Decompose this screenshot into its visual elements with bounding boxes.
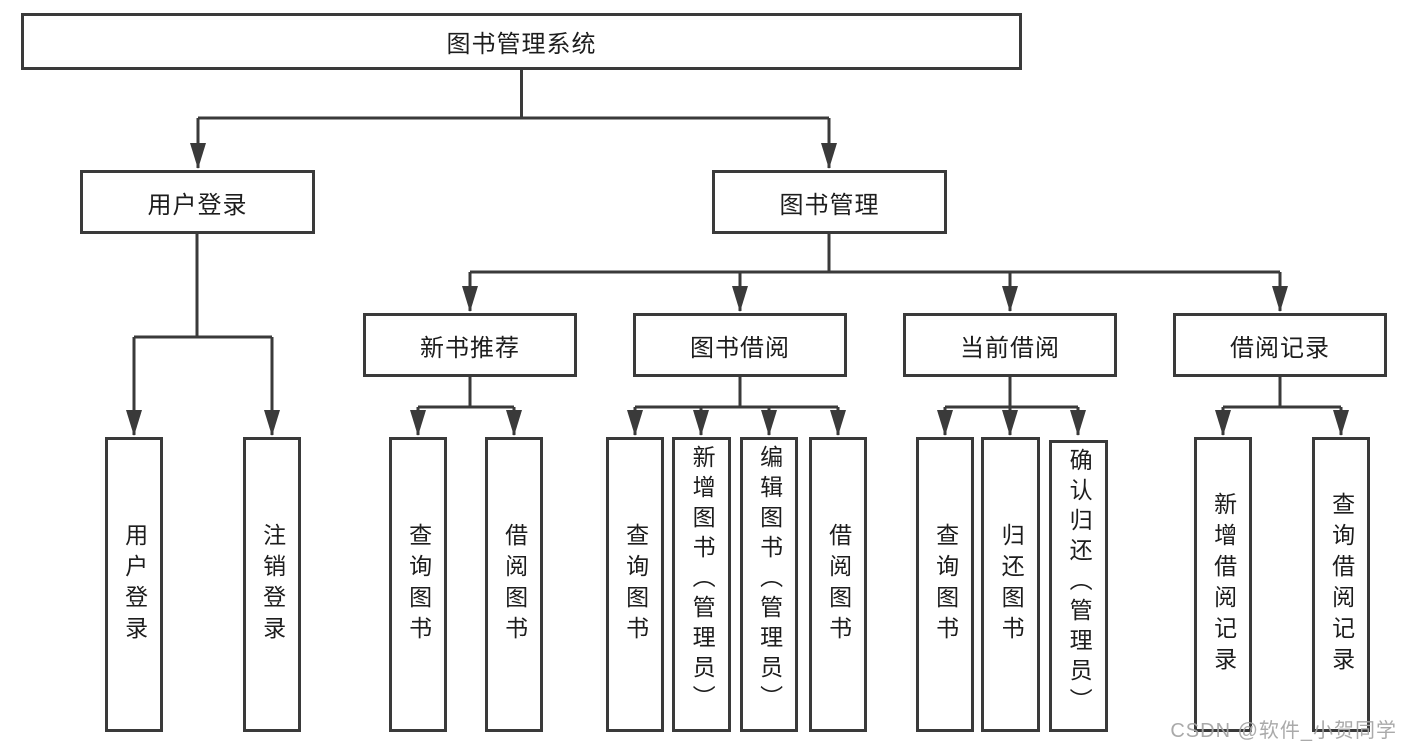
leaf-user-login: 用户登录: [105, 437, 163, 732]
csdn-watermark: CSDN @软件_小贺同学: [1170, 720, 1397, 742]
leaf-borrow-book-borrowing-label: 借阅图书: [825, 522, 852, 647]
leaf-add-borrow-record: 新增借阅记录: [1194, 437, 1252, 732]
connector-current-borrowing: [937, 377, 1086, 436]
leaf-edit-book-admin-label: 编辑图书（管理员）: [756, 445, 783, 715]
leaf-return-book: 归还图书: [981, 437, 1040, 732]
node-new-book-recommend: 新书推荐: [363, 313, 577, 377]
leaf-borrow-book-recommend: 借阅图书: [485, 437, 543, 732]
leaf-query-book-current: 查询图书: [916, 437, 974, 732]
node-current-borrowing-label: 当前借阅: [960, 334, 1060, 362]
leaf-query-borrow-record: 查询借阅记录: [1312, 437, 1370, 732]
node-book-borrowing: 图书借阅: [633, 313, 847, 377]
connector-new-book-recommend: [410, 377, 522, 436]
leaf-confirm-return-admin-label: 确认归还（管理员）: [1066, 448, 1093, 718]
leaf-add-book-admin: 新增图书（管理员）: [672, 437, 731, 732]
node-borrowing-records-label: 借阅记录: [1230, 334, 1330, 362]
connector-book-management: [462, 234, 1288, 312]
leaf-borrow-book-recommend-label: 借阅图书: [501, 522, 528, 647]
connector-root: [190, 69, 837, 169]
connector-book-borrowing: [627, 377, 846, 436]
leaf-user-login-label: 用户登录: [121, 522, 148, 647]
leaf-query-book-recommend-label: 查询图书: [405, 522, 432, 647]
leaf-query-borrow-record-label: 查询借阅记录: [1328, 491, 1355, 678]
connector-user-login: [126, 234, 280, 436]
leaf-confirm-return-admin: 确认归还（管理员）: [1049, 440, 1108, 732]
node-root: 图书管理系统: [21, 13, 1022, 70]
leaf-query-book-current-label: 查询图书: [932, 522, 959, 647]
leaf-query-book-recommend: 查询图书: [389, 437, 447, 732]
leaf-logout-label: 注销登录: [259, 522, 286, 647]
connector-borrowing-records: [1215, 377, 1349, 436]
leaf-logout: 注销登录: [243, 437, 301, 732]
leaf-edit-book-admin: 编辑图书（管理员）: [740, 437, 798, 732]
node-book-management-label: 图书管理: [779, 191, 880, 219]
node-user-login: 用户登录: [80, 170, 315, 234]
node-current-borrowing: 当前借阅: [903, 313, 1117, 377]
node-book-management: 图书管理: [712, 170, 947, 234]
leaf-query-book-borrowing: 查询图书: [606, 437, 664, 732]
leaf-add-borrow-record-label: 新增借阅记录: [1210, 491, 1237, 678]
node-root-label: 图书管理系统: [446, 31, 597, 58]
node-user-login-label: 用户登录: [147, 191, 248, 219]
leaf-query-book-borrowing-label: 查询图书: [622, 522, 649, 647]
leaf-borrow-book-borrowing: 借阅图书: [809, 437, 867, 732]
node-book-borrowing-label: 图书借阅: [690, 334, 790, 362]
leaf-add-book-admin-label: 新增图书（管理员）: [689, 445, 716, 715]
leaf-return-book-label: 归还图书: [998, 522, 1025, 647]
node-borrowing-records: 借阅记录: [1173, 313, 1387, 377]
node-new-book-recommend-label: 新书推荐: [420, 334, 520, 362]
